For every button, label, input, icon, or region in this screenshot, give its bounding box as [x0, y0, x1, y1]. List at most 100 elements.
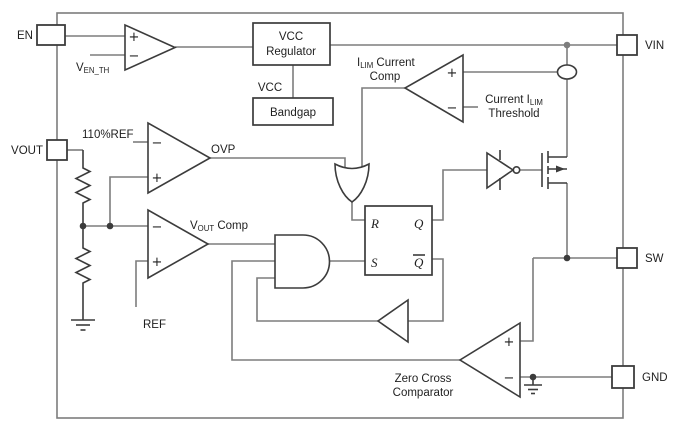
- vin-pad: [616, 34, 638, 56]
- en-comparator: + − VEN_TH: [76, 23, 177, 75]
- vout-pad: [46, 139, 68, 161]
- en-comparator-triangle: [124, 23, 177, 72]
- driver-invert-bubble: [512, 166, 521, 175]
- wires: [65, 35, 617, 378]
- ilim-threshold-line1: Current ILIM: [485, 94, 543, 107]
- vcc-regulator-box: [252, 22, 331, 66]
- ilim-main: I: [357, 57, 360, 69]
- power-mosfet: [541, 151, 567, 189]
- wire-zerocross-to-and: [231, 260, 460, 361]
- latch-s-label: S: [371, 255, 378, 270]
- gnd-pin-label: GND: [642, 372, 668, 384]
- voutcomp-rest: Comp: [214, 220, 248, 232]
- pin-vout: VOUT: [11, 139, 68, 161]
- wire-qbar-to-buffer: [408, 258, 444, 322]
- ilim-comp-label-line2: Comp: [370, 71, 401, 83]
- wire-divider-to-ovp-plus: [109, 176, 148, 226]
- and-gate: [274, 234, 331, 289]
- voutcomp-main: V: [190, 220, 198, 232]
- ven-sub: EN_TH: [84, 66, 110, 75]
- junction-feedback: [106, 222, 114, 230]
- ilim-comparator-triangle: [403, 53, 464, 124]
- zerocross-plus: +: [504, 335, 515, 350]
- or-gate: [334, 162, 370, 203]
- wire-ref-to-voutcomp-plus: [135, 260, 148, 307]
- and-gate-shape: [274, 234, 331, 289]
- pin-en: EN: [17, 24, 66, 46]
- ilim-comp-minus: −: [447, 101, 458, 116]
- zero-cross-triangle: [458, 321, 521, 399]
- ovp-comparator-triangle: [147, 121, 212, 195]
- vcc-regulator-line1: VCC: [279, 31, 303, 43]
- ven-main: V: [76, 62, 84, 74]
- or-gate-shape: [334, 162, 370, 203]
- delay-buffer: [376, 298, 409, 344]
- ilim-rest: Current: [373, 57, 415, 69]
- ground-icon: [71, 319, 95, 331]
- mosfet-body-arrow: [556, 165, 565, 173]
- wire-sw-to-zerocross-plus: [520, 258, 534, 342]
- voutcomp-minus: −: [152, 220, 163, 235]
- junction-vin: [563, 41, 571, 49]
- ovp-comparator: − + 110%REF OVP: [82, 121, 236, 195]
- chip-outline: [56, 12, 624, 419]
- wire-ovp-out-to-or: [210, 157, 346, 168]
- vout-pin-label: VOUT: [11, 145, 43, 157]
- ovp-label: OVP: [211, 144, 236, 156]
- vout-comparator: − + VOUT Comp REF: [143, 208, 248, 331]
- pin-gnd: GND: [611, 365, 668, 389]
- junction-sw: [563, 254, 571, 262]
- vin-pin-label: VIN: [645, 40, 664, 52]
- sr-latch-box: [364, 205, 433, 276]
- ilim-sub: LIM: [360, 61, 373, 70]
- wire-or-to-r: [351, 202, 365, 221]
- vcc-node-label: VCC: [258, 82, 282, 94]
- en-pad: [36, 24, 66, 46]
- ovp-minus: −: [152, 136, 163, 151]
- latch-r-label: R: [370, 216, 379, 231]
- gnd-ground-icon: [524, 377, 542, 395]
- vcc-regulator-line2: Regulator: [266, 46, 316, 58]
- voutcomp-sub: OUT: [198, 224, 215, 233]
- gnd-pad: [611, 365, 635, 389]
- zero-cross-comparator: + − Zero Cross Comparator: [393, 321, 542, 399]
- bandgap-block: Bandgap: [252, 97, 334, 126]
- en-pin-label: EN: [17, 30, 33, 42]
- sw-pad: [616, 247, 638, 269]
- voutcomp-plus: +: [152, 255, 163, 270]
- resistor-top: [74, 150, 92, 226]
- vcc-regulator-block: VCC Regulator: [252, 22, 331, 66]
- wire-ilim-out-to-or: [361, 87, 405, 167]
- ven-th-label: VEN_TH: [76, 62, 109, 75]
- pin-sw: SW: [616, 247, 664, 269]
- ovp-plus: +: [152, 171, 163, 186]
- zero-cross-label-line1: Zero Cross: [395, 373, 452, 385]
- latch-qbar-label: Q: [414, 255, 424, 270]
- bandgap-label: Bandgap: [270, 107, 316, 119]
- ilim-comp-label-line1: ILIM Current: [357, 57, 416, 70]
- zerocross-minus: −: [504, 371, 515, 386]
- ilim-th-main: Current I: [485, 94, 530, 106]
- vout-comp-label: VOUT Comp: [190, 220, 248, 233]
- ilim-threshold-line2: Threshold: [488, 108, 539, 120]
- ilim-th-sub: LIM: [530, 98, 543, 107]
- gate-driver: [486, 150, 521, 190]
- sw-pin-label: SW: [645, 253, 664, 265]
- bandgap-box: [252, 97, 334, 126]
- ovp-ref-label: 110%REF: [82, 129, 134, 141]
- latch-q-label: Q: [414, 216, 424, 231]
- ilim-comparator: + − ILIM Current Comp Current ILIM Thres…: [357, 53, 543, 124]
- en-comp-minus: −: [129, 49, 140, 64]
- vout-comparator-triangle: [147, 208, 210, 280]
- wire-q-to-driver: [432, 169, 487, 221]
- wire-buffer-to-and: [256, 277, 378, 322]
- current-sense-icon: [556, 64, 578, 80]
- pin-vin: VIN: [616, 34, 664, 56]
- feedback-divider: [71, 150, 95, 331]
- zero-cross-label-line2: Comparator: [393, 387, 454, 399]
- resistor-bottom: [74, 226, 92, 320]
- sr-latch: R Q S Q: [364, 205, 433, 276]
- ref-label: REF: [143, 319, 166, 331]
